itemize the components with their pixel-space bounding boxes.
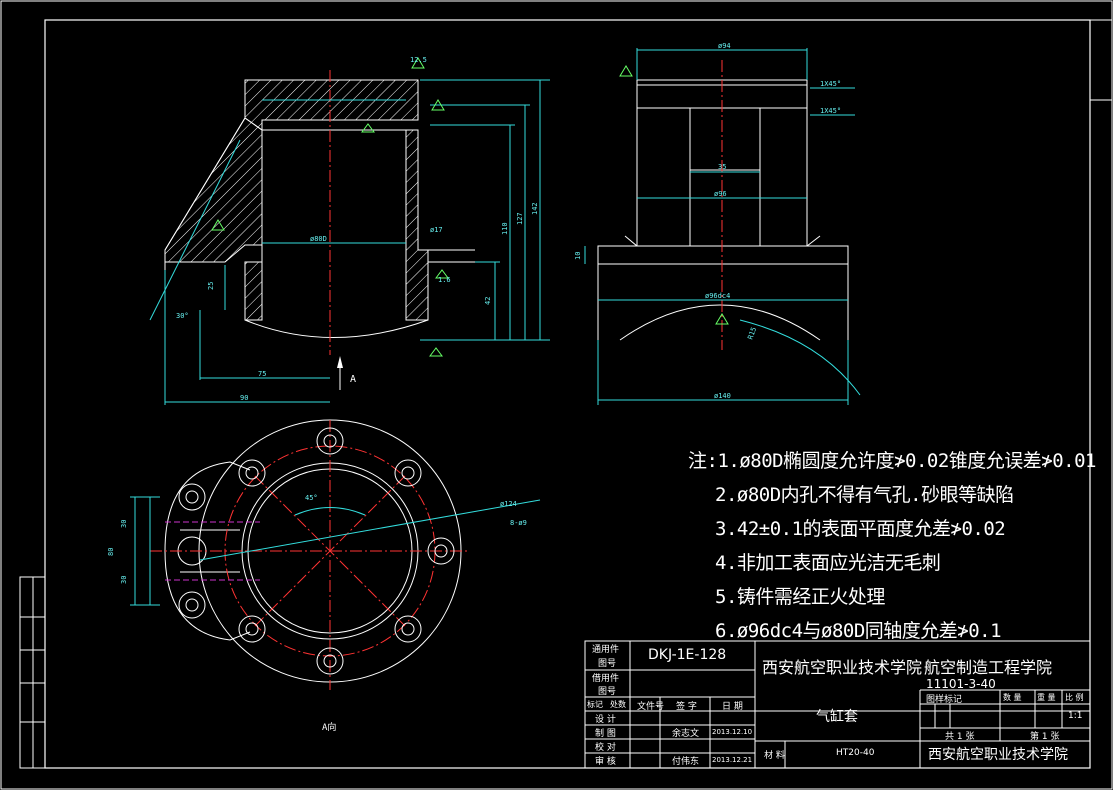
dim-140: ø140	[714, 392, 731, 400]
used-on-label-2: 图号	[598, 659, 617, 669]
dim-bore: ø80D	[310, 235, 327, 243]
scale-label: 比 例	[1065, 693, 1084, 702]
dim-chamfer-2: 1X45°	[820, 107, 841, 115]
dim-35: 35	[718, 163, 726, 171]
draw-label: 制 图	[595, 729, 616, 739]
dim-r15: R15	[746, 326, 758, 341]
dim-110: 110	[501, 222, 509, 235]
dim-142: 142	[531, 202, 539, 215]
note-1: 注:1.ø80D椭圆度允许度≯0.02锥度允误差≯0.01	[688, 450, 1096, 472]
dim-96: ø96	[714, 190, 727, 198]
check-label: 校 对	[595, 743, 616, 753]
side-view	[584, 48, 861, 405]
dim-96dc4: ø96dc4	[705, 292, 730, 300]
note-6: 6.ø96dc4与ø80D同轴度允差≯0.1	[715, 620, 1002, 642]
view-a	[130, 419, 541, 690]
sheets-total: 共 1 张	[945, 732, 975, 742]
dim-45deg: 45°	[305, 494, 318, 502]
arrow-a-label: A	[350, 374, 356, 385]
borrowed-label-2: 图号	[598, 687, 617, 697]
dim-94: ø94	[718, 42, 731, 50]
col-doc: 文件号	[637, 702, 665, 712]
note-3: 3.42±0.1的表面平面度允差≯0.02	[715, 518, 1006, 540]
used-on-label: 通用件	[592, 645, 620, 655]
dim-roughness-top: 12.5	[410, 56, 427, 64]
note-2: 2.ø80D内孔不得有气孔.砂眼等缺陷	[715, 484, 1014, 506]
view-a-label: A向	[322, 721, 336, 733]
reviewer-name: 付伟东	[672, 757, 700, 767]
borrowed-label: 借用件	[592, 674, 620, 684]
review-label: 审 核	[595, 757, 616, 767]
col-sign: 签 字	[676, 702, 697, 712]
design-label: 设 计	[595, 715, 616, 725]
dim-124: ø124	[500, 500, 517, 508]
title-block-grid	[584, 640, 1091, 769]
review-date: 2013.12.21	[712, 756, 753, 764]
row-count: 处数	[610, 700, 626, 709]
scale-value: 1:1	[1068, 711, 1083, 721]
school-name-c: 西安航空职业技术学院	[928, 747, 1068, 763]
dim-80: 80	[107, 548, 115, 556]
stage-label: 图样标记	[926, 695, 963, 705]
dim-holes: 8-ø9	[510, 519, 527, 527]
school-name-a: 西安航空职业技术学院	[762, 658, 923, 677]
dim-roughness: 1.6	[438, 276, 451, 284]
dim-30b: 30	[120, 576, 128, 584]
school-name-b: 航空制造工程学院	[924, 658, 1053, 677]
note-5: 5.铸件需经正火处理	[715, 586, 885, 608]
dim-hole: ø17	[430, 226, 443, 234]
drawing-number: 11101-3-40	[926, 677, 996, 691]
dim-10: 10	[574, 252, 582, 260]
material-label: 材 料	[764, 751, 785, 761]
inner-border	[44, 19, 1091, 769]
row-mark: 标记	[587, 700, 603, 709]
col-date: 日 期	[722, 702, 743, 712]
binding-strip	[19, 576, 46, 769]
dim-127: 127	[516, 212, 524, 225]
drafter-name: 余志文	[672, 729, 700, 739]
dim-angle: 30°	[176, 312, 189, 320]
note-4: 4.非加工表面应光洁无毛刺	[715, 552, 941, 574]
dim-30a: 30	[120, 520, 128, 528]
qty-label: 数 量	[1003, 693, 1022, 702]
material-value: HT20-40	[836, 748, 875, 758]
draw-date: 2013.12.10	[712, 728, 753, 736]
part-name: 气缸套	[816, 709, 858, 725]
sheet-number: 第 1 张	[1030, 732, 1060, 742]
dim-25: 25	[207, 282, 215, 290]
section-view	[149, 57, 550, 405]
corner-box	[1089, 19, 1113, 101]
dim-75: 75	[258, 370, 266, 378]
dim-42: 42	[484, 297, 492, 305]
dim-90: 90	[240, 394, 248, 402]
dim-chamfer-1: 1X45°	[820, 80, 841, 88]
drawing-code: DKJ-1E-128	[648, 647, 727, 663]
weight-label: 重 量	[1037, 693, 1056, 702]
